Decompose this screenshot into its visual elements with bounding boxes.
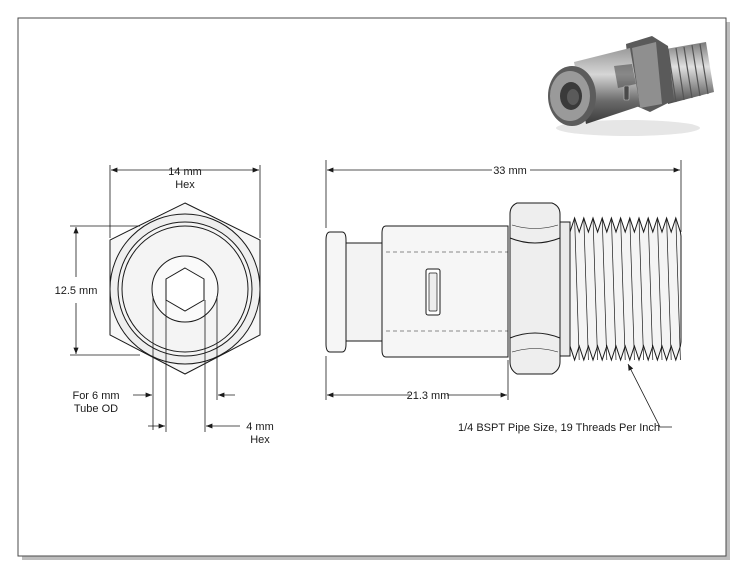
render-collet-bore-inner	[567, 89, 579, 105]
thread-crest-line	[657, 217, 663, 361]
front-view	[109, 202, 261, 375]
thread-relief	[559, 221, 571, 357]
thread-crest-line	[601, 217, 608, 361]
thread-crest-line	[592, 217, 598, 361]
thread-crest-line	[638, 217, 644, 361]
front-view-dimensions	[70, 165, 261, 432]
label-hex-width-sub: Hex	[175, 179, 195, 191]
label-hex-width: 14 mm	[168, 166, 202, 178]
label-inner-hex: 4 mm	[246, 421, 274, 433]
thread-crest-lines	[574, 217, 681, 361]
thread-leader	[627, 363, 672, 428]
render-slot	[623, 85, 630, 101]
collet-neck	[345, 242, 385, 342]
label-height: 12.5 mm	[55, 285, 98, 297]
render-hex-face	[632, 42, 662, 108]
render-shadow	[556, 120, 700, 136]
label-tube-line2: Tube OD	[74, 403, 118, 415]
collet-flange	[325, 231, 347, 353]
side-view-dimensions	[325, 160, 682, 428]
hex-flat-upper	[509, 237, 561, 244]
thread-crest-line	[666, 217, 672, 361]
thread	[569, 216, 682, 362]
fitting-render	[548, 36, 714, 136]
body-slot-inner	[428, 272, 438, 312]
label-thread-note: 1/4 BSPT Pipe Size, 19 Threads Per Inch	[458, 422, 660, 434]
thread-crest-line	[629, 217, 635, 361]
thread-crest-line	[647, 217, 654, 361]
thread-crest-line	[611, 217, 617, 361]
thread-crest-line	[574, 217, 580, 361]
thread-crest-line	[620, 217, 626, 361]
collet-ring	[121, 225, 249, 353]
label-body-length: 21.3 mm	[407, 390, 450, 402]
body	[381, 225, 509, 358]
render-body-flat	[614, 64, 636, 88]
thread-crest-line	[583, 217, 589, 361]
hex-section	[509, 202, 561, 375]
hex-chamfer-bottom	[511, 348, 559, 353]
label-tube-line1: For 6 mm	[72, 390, 119, 402]
hex-flat-lower	[509, 332, 561, 339]
inner-hex-socket	[165, 267, 205, 312]
label-inner-hex-sub: Hex	[250, 434, 270, 446]
side-view	[325, 202, 682, 375]
render-thread-grooves	[667, 43, 709, 103]
label-overall-length: 33 mm	[493, 165, 527, 177]
thread-crest-line	[675, 217, 681, 361]
hex-chamfer-top	[511, 224, 559, 229]
